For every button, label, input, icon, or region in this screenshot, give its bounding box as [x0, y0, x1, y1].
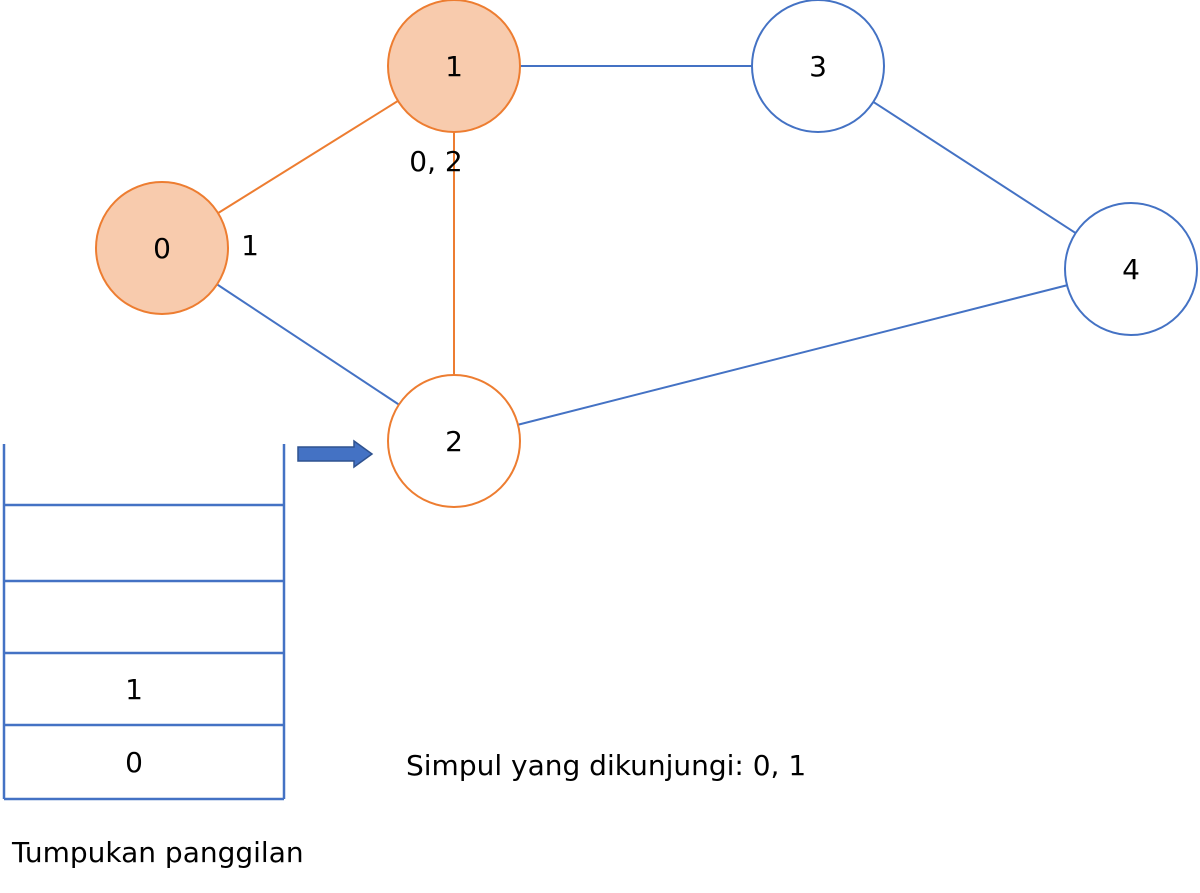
- adjacency-label-node-0: 1: [241, 229, 259, 262]
- node-circle: [1064, 202, 1198, 336]
- adjacency-labels: 1 0, 2: [241, 145, 463, 262]
- node-label: 2: [445, 425, 463, 458]
- stack-caption: Tumpukan panggilan: [11, 836, 304, 869]
- node-circle: [387, 0, 521, 133]
- call-stack: 1 0 Tumpukan panggilan: [2, 444, 304, 869]
- node-label: 3: [809, 50, 827, 83]
- edge-0-2: [216, 283, 400, 406]
- edge-2-4: [517, 284, 1068, 426]
- node-circle: [751, 0, 885, 133]
- stack-cell: 0: [125, 746, 143, 779]
- edges: [216, 65, 1077, 426]
- edge-3-4: [872, 101, 1077, 234]
- visited-nodes-text: Simpul yang dikunjungi: 0, 1: [406, 749, 806, 782]
- node-label: 1: [445, 50, 463, 83]
- node-circle: [387, 374, 521, 508]
- edge-0-1: [217, 100, 399, 214]
- node-2: 2: [387, 374, 521, 508]
- right-arrow-icon: [297, 439, 374, 469]
- node-label: 4: [1122, 253, 1140, 286]
- node-circle: [95, 181, 229, 315]
- node-1: 1: [387, 0, 521, 133]
- node-4: 4: [1064, 202, 1198, 336]
- node-label: 0: [153, 232, 171, 265]
- adjacency-label-node-1: 0, 2: [409, 145, 462, 178]
- nodes: 0 1 2 3 4: [95, 0, 1198, 508]
- node-0: 0: [95, 181, 229, 315]
- stack-cell: 1: [125, 673, 143, 706]
- node-3: 3: [751, 0, 885, 133]
